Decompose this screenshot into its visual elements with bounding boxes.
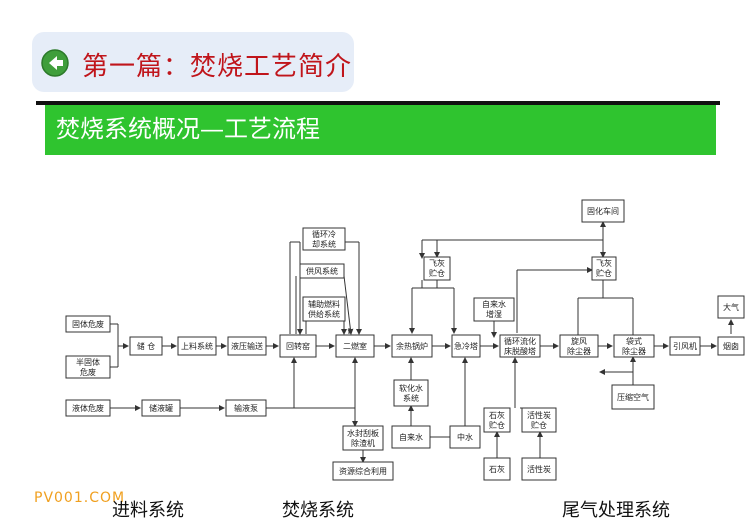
- flow-connectors: [110, 221, 734, 463]
- node-daqi-label: 大气: [723, 302, 739, 312]
- node-ruanhuashui-label-1: 软化水: [399, 383, 423, 393]
- node-xunhuan-liuhua-label-2: 床脱酸塔: [504, 346, 536, 356]
- section-label-incineration: 焚烧系统: [282, 500, 354, 521]
- back-arrow-icon[interactable]: [40, 48, 70, 78]
- node-zhongshui: 中水: [449, 425, 481, 449]
- node-guhua-chejian-label: 固化车间: [587, 206, 619, 216]
- node-ziyuan-zonghe: 资源综合利用: [332, 461, 394, 481]
- node-chuyeguan-label: 储液罐: [149, 403, 173, 413]
- node-guti-weifei: 固体危废: [65, 315, 111, 333]
- node-xunhuan-liuhua-label-1: 循环流化: [504, 336, 536, 346]
- node-yancong-label: 烟囱: [723, 341, 739, 351]
- node-shuifeng-guaban-label-1: 水封刮板: [347, 428, 379, 438]
- node-yasuo-kongqi: 压缩空气: [611, 384, 655, 410]
- node-fuzhu-ranliao: 辅助燃料 供给系统: [302, 296, 346, 322]
- node-shihui-zhucang-label-1: 石灰: [489, 410, 505, 420]
- node-feihui-top-label-1: 飞灰: [596, 258, 612, 268]
- node-zilaishui-zengshi-label-1: 自来水: [482, 299, 506, 309]
- node-bangu-weifei: 半固体 危废: [65, 355, 111, 379]
- watermark: PV001.COM: [34, 490, 126, 506]
- node-daishi-label-2: 除尘器: [622, 346, 646, 356]
- node-xuanfeng: 旋风 除尘器: [559, 334, 599, 358]
- node-zilaishui-label: 自来水: [399, 432, 423, 442]
- node-huoxingtan: 活性炭: [521, 457, 557, 481]
- node-ziyuan-zonghe-label: 资源综合利用: [339, 466, 387, 476]
- node-xunhuan-leng-label-1: 循环冷: [312, 229, 336, 239]
- node-shangliao-label: 上料系统: [181, 341, 213, 351]
- node-shihui-label: 石灰: [489, 464, 505, 474]
- node-feihui-top-label-2: 贮仓: [596, 268, 612, 278]
- page-title: 第一篇：焚烧工艺简介: [82, 52, 353, 82]
- node-huoxingtan-label: 活性炭: [527, 464, 551, 474]
- node-feihui-left-label-2: 贮仓: [429, 268, 445, 278]
- node-bangu-weifei-label-2: 危废: [80, 367, 96, 377]
- node-chucang-label: 储 仓: [137, 341, 156, 351]
- banner-title: 焚烧系统概况—工艺流程: [56, 115, 320, 143]
- node-yeya-shusong-label: 液压输送: [231, 341, 263, 351]
- node-yeti-weifei: 液体危废: [65, 399, 111, 417]
- node-ruanhuashui-label-2: 系统: [403, 393, 419, 403]
- node-erranshi: 二燃室: [335, 334, 375, 358]
- node-shihui: 石灰: [483, 457, 511, 481]
- section-banner: [45, 105, 716, 155]
- node-guti-weifei-label: 固体危废: [72, 319, 104, 329]
- node-xunhuan-liuhua: 循环流化 床脱酸塔: [499, 334, 541, 358]
- node-yeya-shusong: 液压输送: [227, 336, 267, 356]
- node-yasuo-kongqi-label: 压缩空气: [617, 392, 649, 402]
- node-shihui-zhucang: 石灰 贮仓: [483, 407, 511, 433]
- node-yure-guolu-label: 余热锅炉: [396, 341, 428, 351]
- node-guhua-chejian: 固化车间: [581, 199, 625, 223]
- node-yure-guolu: 余热锅炉: [391, 334, 433, 358]
- node-jilengta-label: 急冷塔: [454, 341, 478, 351]
- node-xunhuan-leng: 循环冷 却系统: [302, 227, 346, 251]
- node-fuzhu-ranliao-label-2: 供给系统: [308, 309, 340, 319]
- node-shuyebeng: 输液泵: [225, 399, 267, 417]
- node-feihui-left: 飞灰 贮仓: [423, 256, 451, 281]
- node-jilengta: 急冷塔: [451, 334, 481, 358]
- section-label-feed: 进料系统: [112, 500, 184, 521]
- node-xuanfeng-label-2: 除尘器: [567, 346, 591, 356]
- node-shuyebeng-label: 输液泵: [234, 403, 258, 413]
- node-huoxingtan-zhucang-label-1: 活性炭: [527, 410, 551, 420]
- node-shihui-zhucang-label-2: 贮仓: [489, 420, 505, 430]
- node-daishi: 袋式 除尘器: [613, 334, 655, 358]
- node-yeti-weifei-label: 液体危废: [72, 403, 104, 413]
- node-erranshi-label: 二燃室: [343, 341, 367, 351]
- node-shangliao: 上料系统: [177, 336, 217, 356]
- node-yinfengji-label: 引风机: [673, 341, 697, 351]
- node-ruanhuashui: 软化水 系统: [393, 379, 429, 407]
- node-gongfeng-label: 供风系统: [306, 266, 338, 276]
- node-daishi-label-1: 袋式: [626, 336, 642, 346]
- node-zilaishui-zengshi: 自来水 增湿: [473, 297, 515, 322]
- node-zhongshui-label: 中水: [457, 432, 473, 442]
- node-daqi: 大气: [717, 295, 745, 319]
- node-huizhuanyao: 回转窑: [279, 334, 317, 358]
- node-yancong: 烟囱: [717, 336, 745, 356]
- node-yinfengji: 引风机: [669, 336, 701, 356]
- node-xuanfeng-label-1: 旋风: [571, 336, 587, 346]
- node-huoxingtan-zhucang: 活性炭 贮仓: [521, 407, 557, 433]
- node-feihui-top: 飞灰 贮仓: [591, 256, 617, 281]
- node-feihui-left-label-1: 飞灰: [429, 258, 445, 268]
- header-band: [32, 32, 354, 92]
- node-zilaishui-zengshi-label-2: 增湿: [486, 309, 502, 319]
- node-chuyeguan: 储液罐: [141, 399, 181, 417]
- node-xunhuan-leng-label-2: 却系统: [312, 239, 336, 249]
- node-shuifeng-guaban-label-2: 除渣机: [351, 438, 375, 448]
- node-chucang: 储 仓: [129, 336, 163, 356]
- node-fuzhu-ranliao-label-1: 辅助燃料: [308, 299, 340, 309]
- title-divider: [36, 101, 720, 105]
- node-huizhuanyao-label: 回转窑: [286, 341, 310, 351]
- section-label-exhaust: 尾气处理系统: [562, 500, 670, 521]
- node-gongfeng: 供风系统: [299, 263, 345, 279]
- node-bangu-weifei-label-1: 半固体: [76, 357, 100, 367]
- node-zilaishui: 自来水: [391, 425, 431, 449]
- node-shuifeng-guaban: 水封刮板 除渣机: [342, 425, 384, 451]
- node-huoxingtan-zhucang-label-2: 贮仓: [531, 420, 547, 430]
